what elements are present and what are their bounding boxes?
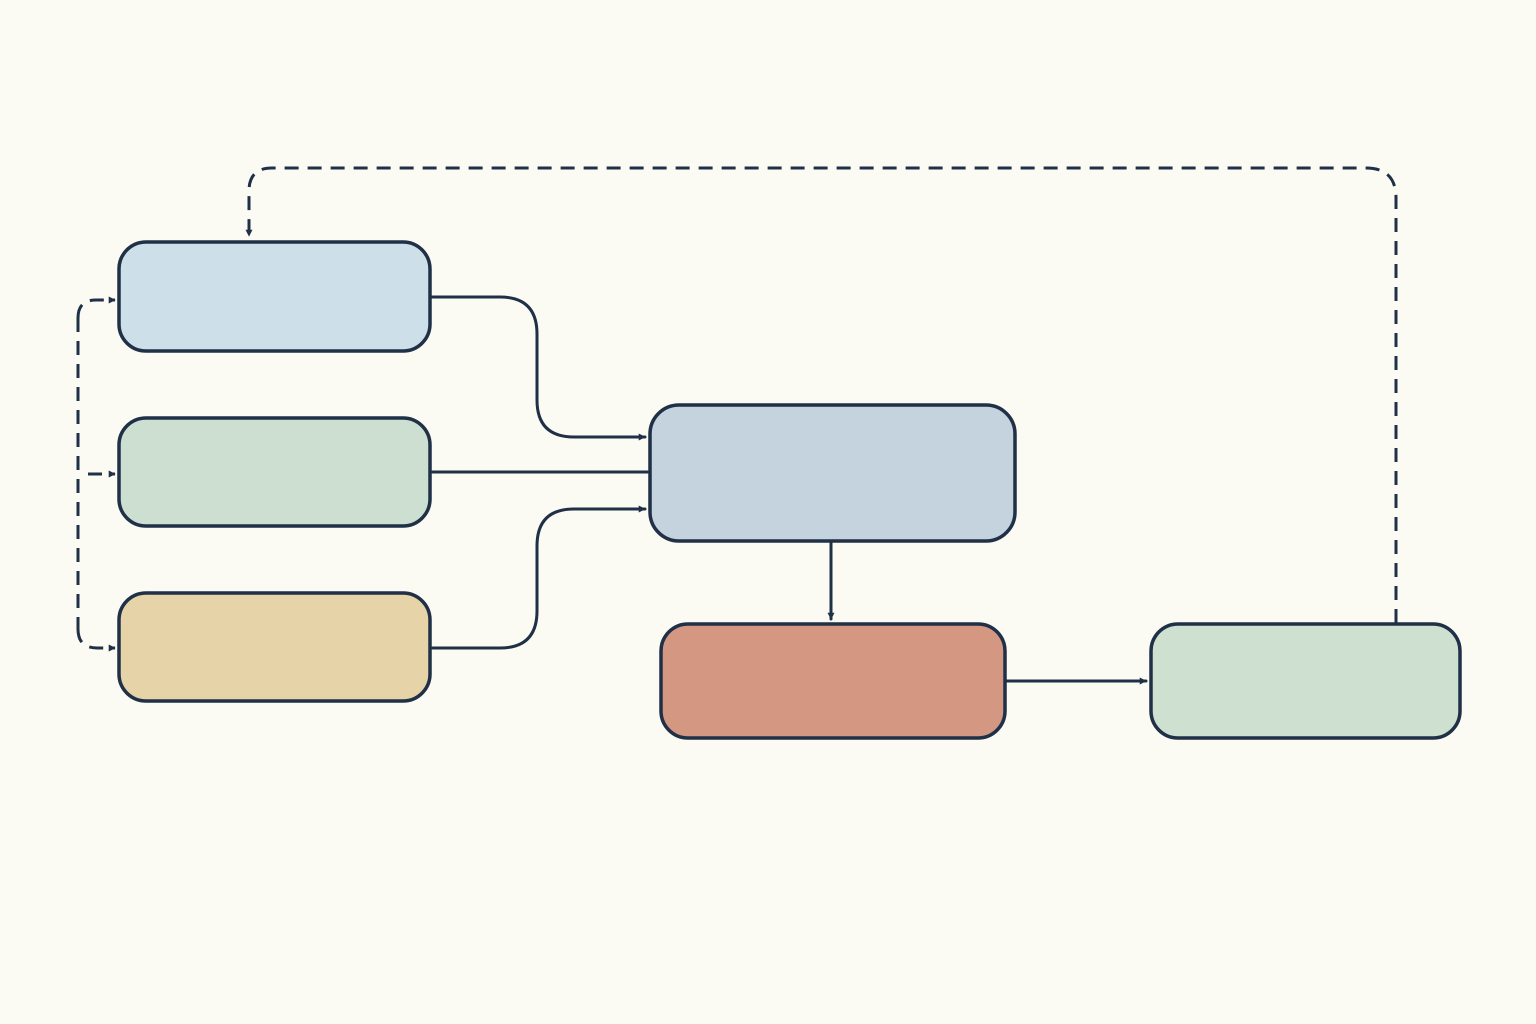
edge-input-a-to-hub [429, 295, 647, 441]
edge-output-to-input-a-feedback [245, 166, 1398, 623]
nodes [117, 240, 1462, 740]
node-hub[interactable] [648, 403, 1017, 543]
edge-rail-to-input-c [76, 628, 116, 652]
edge-input-c-to-hub [429, 505, 647, 650]
node-output[interactable] [1149, 622, 1462, 740]
node-input-c[interactable] [117, 591, 432, 703]
node-input-b[interactable] [117, 416, 432, 528]
node-input-a[interactable] [117, 240, 432, 353]
edge-rail-to-input-a [76, 296, 116, 319]
node-process[interactable] [659, 622, 1007, 740]
edges [76, 166, 1398, 685]
